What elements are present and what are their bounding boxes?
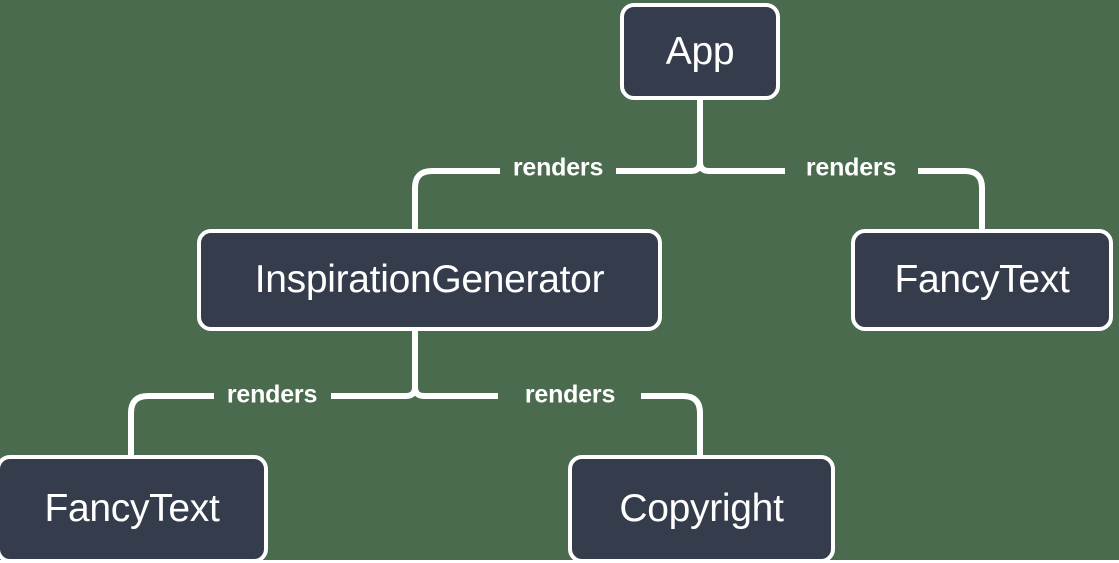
edge-app-to-inspirationgenerator-right-seg: [616, 161, 703, 174]
node-fancytext-bottom-left[interactable]: FancyText: [0, 455, 268, 563]
edge-app-to-fancytext-left-seg: [697, 161, 785, 174]
node-fancytext-bottom-left-label: FancyText: [44, 487, 220, 530]
node-copyright-label: Copyright: [619, 487, 784, 530]
edge-app-to-inspirationgenerator-left-seg: [412, 168, 500, 229]
node-inspirationgenerator-label: InspirationGenerator: [254, 258, 605, 301]
edge-app-to-fancytext-right-seg: [918, 168, 985, 229]
edge-ig-to-copyright-right-seg: [641, 393, 703, 455]
node-copyright[interactable]: Copyright: [568, 455, 835, 563]
node-fancytext-right-label: FancyText: [894, 258, 1070, 301]
edge-ig-to-copyright-left-seg: [412, 386, 498, 399]
edge-label-app-to-inspirationgenerator: renders: [512, 153, 604, 182]
node-inspirationgenerator[interactable]: InspirationGenerator: [197, 229, 662, 331]
edge-ig-to-fancytext-left-seg: [128, 393, 214, 455]
edge-label-ig-to-fancytext: renders: [226, 380, 318, 409]
edge-label-app-to-fancytext: renders: [805, 153, 897, 182]
edge-ig-to-fancytext-right-seg: [331, 386, 418, 399]
node-app-label: App: [665, 29, 735, 73]
node-app[interactable]: App: [620, 3, 780, 100]
edge-label-ig-to-copyright: renders: [524, 380, 616, 409]
node-fancytext-right[interactable]: FancyText: [851, 229, 1113, 331]
